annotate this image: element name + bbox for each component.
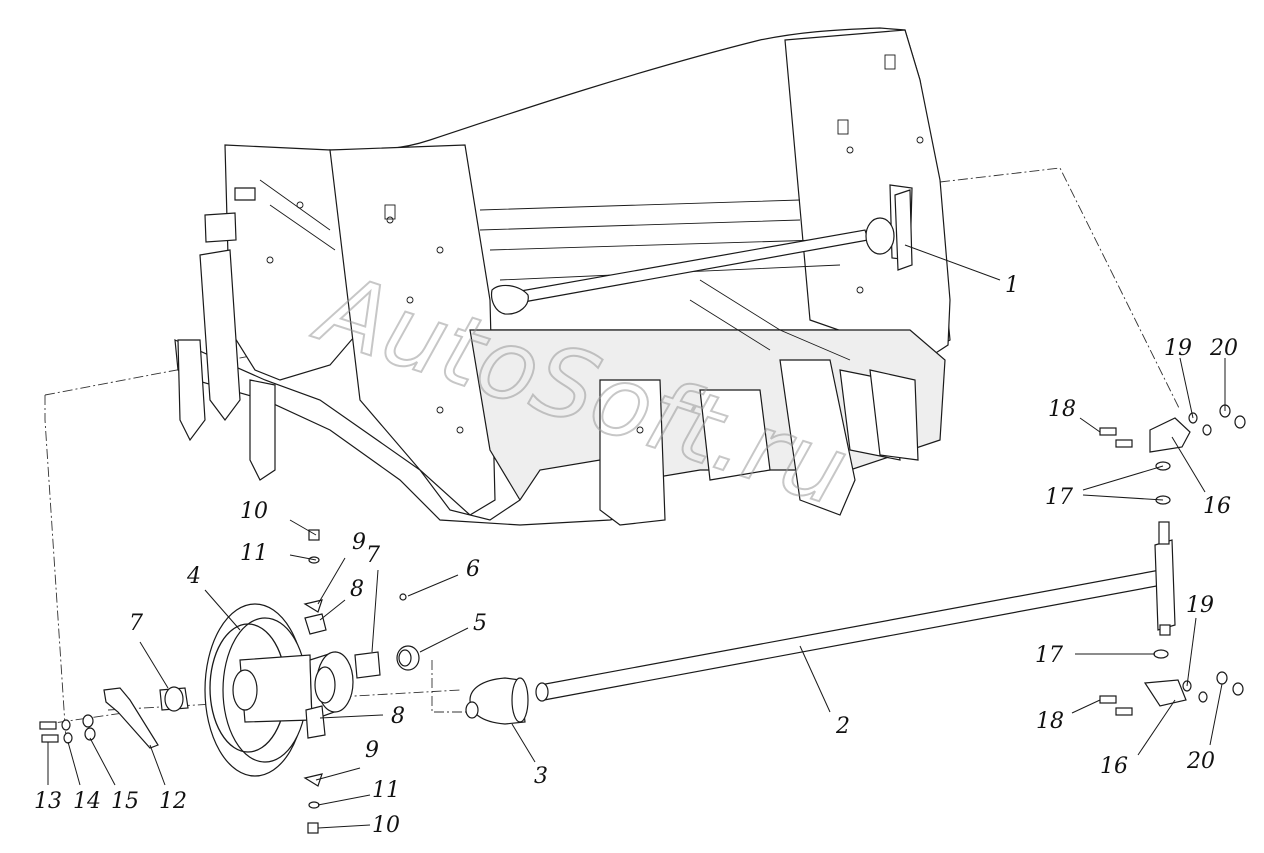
washer-14b [63, 732, 73, 744]
bolt-10-top [308, 529, 320, 541]
callout-20-top: 20 [1209, 336, 1238, 361]
callout-17-bottom: 17 [1035, 643, 1063, 668]
callout-10-top: 10 [240, 499, 268, 524]
nut-20d [1232, 682, 1244, 696]
ball-6 [399, 593, 407, 601]
callout-7-left: 7 [129, 611, 143, 636]
callout-2: 2 [835, 714, 850, 739]
right-small-parts [1099, 404, 1246, 716]
plate-8-top [304, 613, 327, 635]
callout-9-bottom: 9 [365, 738, 379, 763]
callout-3: 3 [534, 764, 548, 789]
bolt-13b [41, 734, 59, 743]
installed-shaft [490, 189, 913, 315]
callout-10-bottom: 10 [372, 813, 400, 838]
leader-lines [47, 244, 1226, 829]
bracket-12 [103, 687, 159, 749]
callout-1: 1 [1005, 273, 1019, 298]
callout-numbers: 1 2 3 4 5 6 7 7 8 8 9 9 10 10 11 11 12 1… [34, 273, 1238, 838]
callout-13: 13 [34, 789, 62, 814]
bolt-18a [1099, 427, 1117, 436]
washer-11-bottom [308, 801, 320, 809]
clip-9-bottom [303, 773, 323, 787]
bushing-7-right [354, 651, 381, 679]
tee-upright [1154, 539, 1176, 631]
callout-19-top: 19 [1164, 336, 1192, 361]
exploded-shaft [465, 521, 1176, 725]
bolt-13a [39, 721, 57, 730]
main-frame [174, 27, 951, 526]
callout-18-bottom: 18 [1036, 709, 1064, 734]
callout-5: 5 [473, 611, 487, 636]
callout-8-bottom: 8 [391, 704, 405, 729]
bracket-16-bottom [1143, 679, 1187, 707]
bolt-18b [1115, 439, 1133, 448]
plate-8-bottom [305, 705, 326, 739]
callout-4: 4 [186, 564, 201, 589]
bolt-10-bottom [307, 822, 319, 834]
bolt-18c [1099, 695, 1117, 704]
callout-16-bottom: 16 [1100, 754, 1128, 779]
callout-12: 12 [159, 789, 187, 814]
nut-20c [1216, 671, 1228, 685]
callout-18-top: 18 [1048, 397, 1076, 422]
nut-15a [82, 714, 94, 728]
callout-9-top: 9 [352, 530, 366, 555]
callout-19-bottom: 19 [1186, 593, 1214, 618]
washer-19d [1198, 691, 1208, 703]
washer-14a [61, 719, 71, 731]
washer-17c [1153, 649, 1169, 659]
pulley-assembly [204, 603, 354, 777]
nut-15b [84, 727, 96, 741]
callout-14: 14 [73, 789, 101, 814]
callout-16-top: 16 [1203, 494, 1231, 519]
washer-19b [1202, 424, 1212, 436]
clip-9-top [303, 599, 323, 613]
bracket-16-top [1149, 417, 1191, 453]
callout-7-right: 7 [366, 543, 380, 568]
callout-8-top: 8 [350, 577, 364, 602]
callout-17-top: 17 [1045, 485, 1073, 510]
bolt-18d [1115, 707, 1133, 716]
nut-20b [1234, 415, 1246, 429]
callout-6: 6 [466, 557, 480, 582]
callout-11-bottom: 11 [372, 778, 400, 803]
callout-15: 15 [111, 789, 139, 814]
callout-11-top: 11 [240, 541, 268, 566]
left-small-parts [39, 529, 420, 834]
callout-20-bottom: 20 [1186, 749, 1215, 774]
